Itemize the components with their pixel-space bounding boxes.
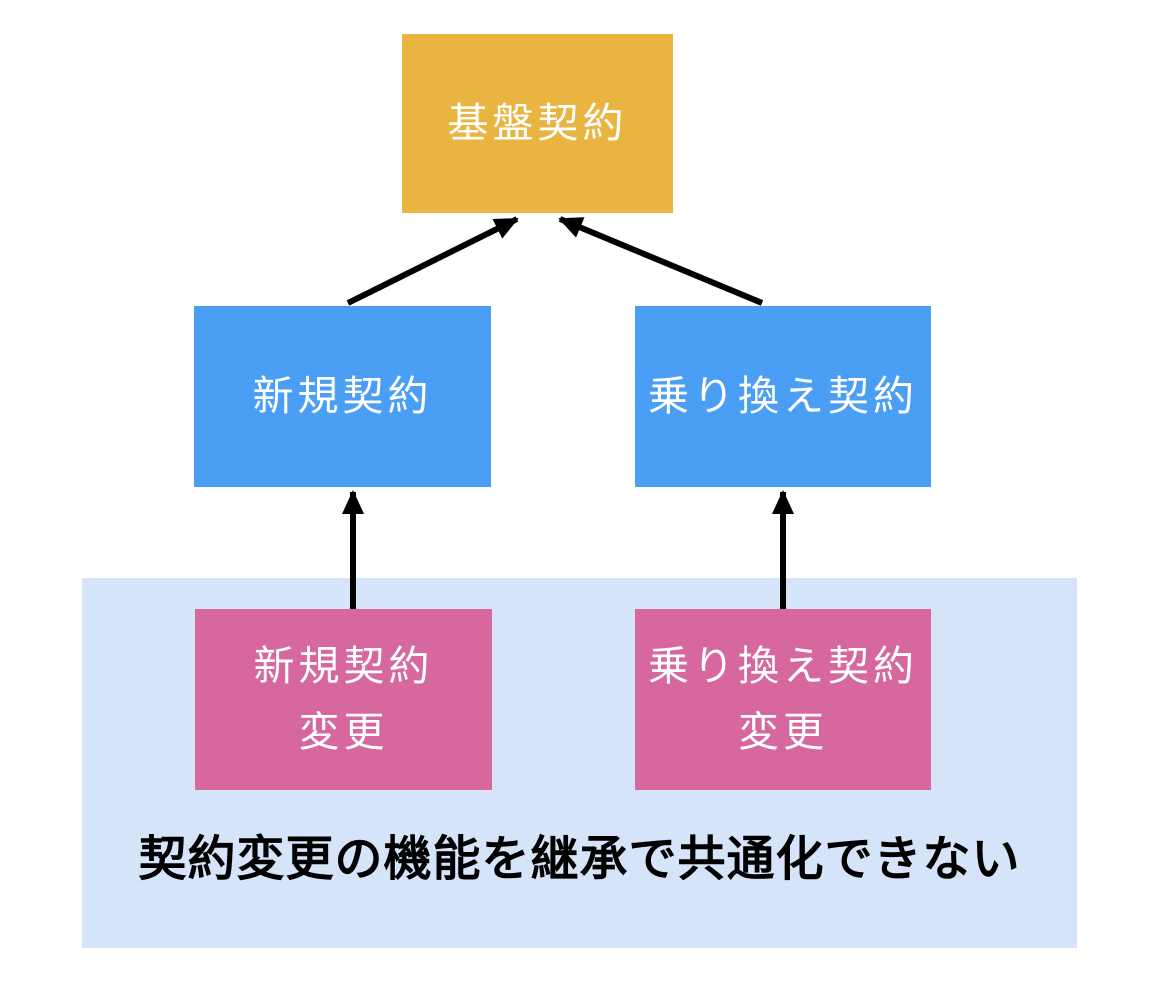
node-switchover-contract: 乗り換え契約: [635, 306, 931, 487]
node-base-contract: 基盤契約: [402, 34, 673, 213]
panel-caption: 契約変更の機能を継承で共通化できない: [138, 833, 1021, 886]
arrow-new-to-base: [346, 216, 519, 306]
node-switchover-contract-change: 乗り換え契約 変更: [635, 609, 931, 790]
node-new-contract-change: 新規契約 変更: [195, 609, 492, 790]
node-new-contract: 新規契約: [194, 306, 491, 487]
arrow-switch-to-base: [558, 216, 764, 306]
